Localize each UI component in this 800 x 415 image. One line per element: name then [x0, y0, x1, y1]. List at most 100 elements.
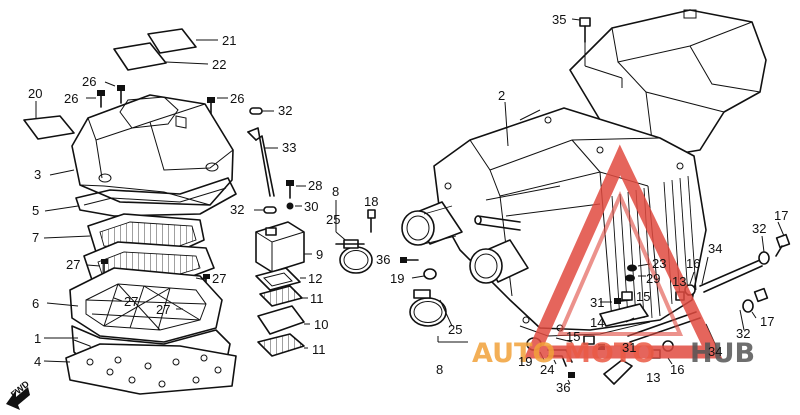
callout-11: 11 [312, 342, 326, 357]
callout-11: 11 [310, 291, 324, 306]
callout-1: 1 [34, 331, 41, 346]
callout-15: 15 [566, 329, 580, 344]
element-11-lower [257, 333, 305, 357]
hose-clamp-lower [409, 289, 447, 327]
collar-29 [625, 274, 635, 282]
filter-holder-6 [69, 267, 223, 343]
watermark-logo: AUTO MOTO HUB [472, 144, 755, 369]
callout-13: 13 [646, 370, 660, 385]
callout-17: 17 [760, 314, 774, 329]
rod-34-upper [699, 259, 763, 293]
callout-29: 29 [646, 271, 660, 286]
callout-27: 27 [66, 257, 80, 272]
clip-32-lower [742, 299, 754, 313]
hose-clamp-upper [335, 239, 373, 274]
screw-26-mid [117, 85, 125, 104]
intake-boot-lower [469, 239, 529, 284]
callout-22: 22 [212, 57, 226, 72]
callout-33: 33 [282, 140, 296, 155]
watermark-text-auto: AUTO [472, 338, 555, 369]
label-plate-22 [113, 42, 167, 71]
plug-32-mid [263, 206, 277, 214]
air-cleaner-cover-3 [71, 94, 234, 206]
callout-28: 28 [308, 178, 322, 193]
callout-30: 30 [304, 199, 318, 214]
joint-19-mid [423, 268, 437, 280]
callout-4: 4 [34, 354, 41, 369]
washer-30 [286, 202, 294, 210]
callout-19: 19 [390, 271, 404, 286]
cover-seal-5 [75, 177, 237, 217]
callout-23: 23 [652, 256, 666, 271]
callout-27: 27 [156, 302, 170, 317]
drain-hose-lower [603, 359, 633, 385]
bolt-36-lower [568, 372, 575, 378]
callout-25: 25 [326, 212, 340, 227]
callout-20: 20 [28, 86, 42, 101]
joint-17-lower [753, 287, 769, 303]
callout-19: 19 [518, 354, 532, 369]
callout-16: 16 [670, 362, 684, 377]
callout-26: 26 [64, 91, 78, 106]
breather-case-9 [255, 221, 305, 273]
callout-26: 26 [82, 74, 96, 89]
callout-numbers: 35 21 22 26 26 26 20 32 33 2 3 28 30 32 … [28, 12, 788, 395]
watermark-text-hub: HUB [690, 338, 755, 369]
callout-24: 24 [540, 362, 554, 377]
callout-15: 15 [636, 289, 650, 304]
washer-23 [627, 264, 637, 272]
screw-28 [286, 180, 294, 199]
bracket-14 [599, 303, 649, 327]
callout-34: 34 [708, 241, 722, 256]
bolt-35 [579, 17, 591, 43]
callout-6: 6 [32, 296, 39, 311]
callout-31: 31 [590, 295, 604, 310]
sticker-20 [23, 115, 75, 140]
callout-12: 12 [308, 271, 322, 286]
breather-tube-33 [247, 127, 275, 197]
callout-34: 34 [708, 344, 722, 359]
element-11-upper [259, 285, 303, 307]
callout-32: 32 [230, 202, 244, 217]
intake-boot-upper [401, 201, 463, 246]
callout-14: 14 [590, 315, 604, 330]
collar-15-upper [621, 291, 633, 301]
callout-21: 21 [222, 33, 236, 48]
callout-16: 16 [686, 256, 700, 271]
callout-7: 7 [32, 230, 39, 245]
element-10 [257, 305, 305, 335]
callout-32: 32 [752, 221, 766, 236]
callout-31: 31 [622, 340, 636, 355]
joint-17-upper [775, 233, 791, 257]
callout-36: 36 [556, 380, 570, 395]
drain-plug-18 [367, 209, 376, 233]
clip-32-upper [758, 251, 770, 265]
callout-27: 27 [124, 294, 138, 309]
callout-26: 26 [230, 91, 244, 106]
screw-26-left [97, 90, 105, 108]
gasket-12 [255, 267, 301, 291]
plug-32-top [249, 107, 263, 115]
label-plate-21 [147, 28, 197, 54]
callout-17: 17 [774, 208, 788, 223]
callout-27: 27 [212, 271, 226, 286]
bolt-36-mid [400, 257, 419, 263]
callout-35: 35 [552, 12, 566, 27]
callout-13: 13 [672, 274, 686, 289]
callout-5: 5 [32, 203, 39, 218]
callout-3: 3 [34, 167, 41, 182]
callout-8: 8 [332, 184, 339, 199]
callout-25: 25 [448, 322, 462, 337]
gasket-4 [65, 343, 237, 395]
watermark-text-moto: MOTO [564, 338, 655, 369]
callout-32: 32 [278, 103, 292, 118]
callout-9: 9 [316, 247, 323, 262]
callout-8: 8 [436, 362, 443, 377]
callout-18: 18 [364, 194, 378, 209]
callout-32: 32 [736, 326, 750, 341]
forward-direction-arrow: FWD [6, 378, 31, 410]
screw-26-right [207, 97, 215, 115]
callout-36: 36 [376, 252, 390, 267]
callout-2: 2 [498, 88, 505, 103]
